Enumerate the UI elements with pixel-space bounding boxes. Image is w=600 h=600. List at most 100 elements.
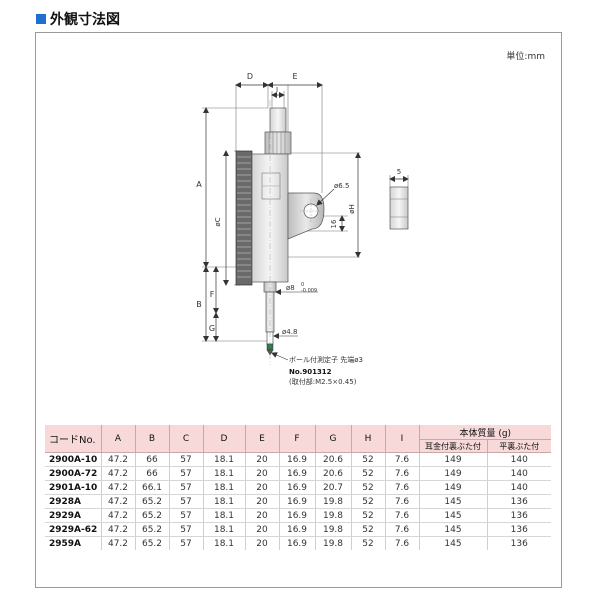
label-phi-8-tol-bottom: -0.009 [301, 288, 317, 294]
table-cell: 47.2 [101, 494, 136, 509]
ball-contact-note: ボール付測定子 先端ø3 [289, 355, 363, 364]
header-e: E [245, 425, 280, 453]
table-cell: 7.6 [385, 508, 420, 523]
header-mass-lug-back: 耳金付裏ぶた付 [419, 439, 488, 453]
table-cell: 16.9 [279, 452, 316, 467]
heading-square-icon [36, 14, 46, 24]
gauge-side-view [235, 100, 335, 365]
table-cell: 65.2 [135, 522, 170, 537]
table-header-row: コードNo. A B C D E F G H I 本体質量 (g) [45, 425, 552, 453]
table-cell: 52 [351, 466, 386, 481]
table-cell: 57 [169, 466, 204, 481]
table-cell: 47.2 [101, 522, 136, 537]
table-cell: 20 [245, 466, 280, 481]
unit-label: 単位:mm [506, 52, 545, 62]
header-b: B [135, 425, 170, 453]
label-16: 16 [330, 219, 338, 228]
table-cell: 145 [419, 536, 488, 550]
table-cell: 149 [419, 480, 488, 495]
label-phi-4-8: ø4.8 [282, 328, 297, 336]
table-cell: 52 [351, 452, 386, 467]
cell-code: 2900A-72 [45, 466, 102, 481]
table-cell: 149 [419, 452, 488, 467]
label-phi-h: øH [348, 204, 356, 214]
label-phi-8-tol-top: 0 [301, 282, 304, 288]
drawing-panel: 単位:mm [35, 32, 562, 588]
bezel-knurl-lines [237, 156, 251, 278]
thread-note: (取付部:M2.5×0.45) [289, 377, 357, 386]
table-cell: 18.1 [203, 480, 246, 495]
table-cell: 145 [419, 494, 488, 509]
table-cell: 20 [245, 452, 280, 467]
label-5: 5 [397, 168, 401, 176]
table-cell: 57 [169, 508, 204, 523]
table-cell: 136 [487, 522, 552, 537]
table-cell: 20 [245, 522, 280, 537]
cell-code: 2929A-62 [45, 522, 102, 537]
table-cell: 57 [169, 536, 204, 550]
table-cell: 20 [245, 494, 280, 509]
table-cell: 136 [487, 508, 552, 523]
table-cell: 140 [487, 466, 552, 481]
dimension-lines [203, 82, 361, 342]
table-cell: 18.1 [203, 522, 246, 537]
table-cell: 19.8 [315, 508, 352, 523]
header-h: H [351, 425, 386, 453]
table-cell: 145 [419, 522, 488, 537]
header-d: D [203, 425, 246, 453]
table-cell: 47.2 [101, 466, 136, 481]
table-cell: 52 [351, 522, 386, 537]
table-cell: 7.6 [385, 494, 420, 509]
label-b: B [196, 300, 202, 309]
table-cell: 16.9 [279, 480, 316, 495]
label-phi-8: ø8 [286, 284, 295, 292]
table-cell: 149 [419, 466, 488, 481]
side-profile-view [389, 175, 409, 230]
table-cell: 16.9 [279, 522, 316, 537]
table-cell: 19.8 [315, 522, 352, 537]
table-cell: 140 [487, 480, 552, 495]
table-cell: 52 [351, 536, 386, 550]
table-cell: 20 [245, 480, 280, 495]
table-cell: 66 [135, 466, 170, 481]
table-cell: 47.2 [101, 480, 136, 495]
header-code: コードNo. [45, 425, 102, 453]
table-cell: 57 [169, 480, 204, 495]
cell-code: 2929A [45, 508, 102, 523]
label-f: F [210, 290, 215, 299]
label-i: I [276, 86, 278, 94]
header-f: F [279, 425, 316, 453]
table-cell: 18.1 [203, 536, 246, 550]
table-cell: 19.8 [315, 494, 352, 509]
table-subheader-row: 耳金付裏ぶた付 平裏ぶた付 [45, 439, 552, 453]
table-cell: 18.1 [203, 494, 246, 509]
section-heading: 外観寸法図 [36, 8, 120, 30]
section-title: 外観寸法図 [50, 12, 120, 28]
header-a: A [101, 425, 136, 453]
table-cell: 20.6 [315, 452, 352, 467]
table-cell: 145 [419, 508, 488, 523]
stem-top [269, 107, 287, 133]
table-cell: 57 [169, 452, 204, 467]
dimension-drawing: D E I A B F G øC øH 16 ø6.5 5 ø8 0 -0.00… [196, 72, 409, 386]
table-cell: 47.2 [101, 536, 136, 550]
spec-table: コードNo. A B C D E F G H I 本体質量 (g) 耳金付裏ぶた… [45, 425, 552, 550]
table-cell: 66.1 [135, 480, 170, 495]
table-cell: 57 [169, 522, 204, 537]
label-phi-6-5: ø6.5 [334, 182, 349, 190]
header-mass-flat-back: 平裏ぶた付 [487, 439, 552, 453]
table-cell: 20 [245, 536, 280, 550]
table-cell: 20.6 [315, 466, 352, 481]
table-cell: 7.6 [385, 536, 420, 550]
table-cell: 47.2 [101, 508, 136, 523]
table-cell: 7.6 [385, 466, 420, 481]
cell-code: 2959A [45, 536, 102, 550]
table-cell: 7.6 [385, 480, 420, 495]
